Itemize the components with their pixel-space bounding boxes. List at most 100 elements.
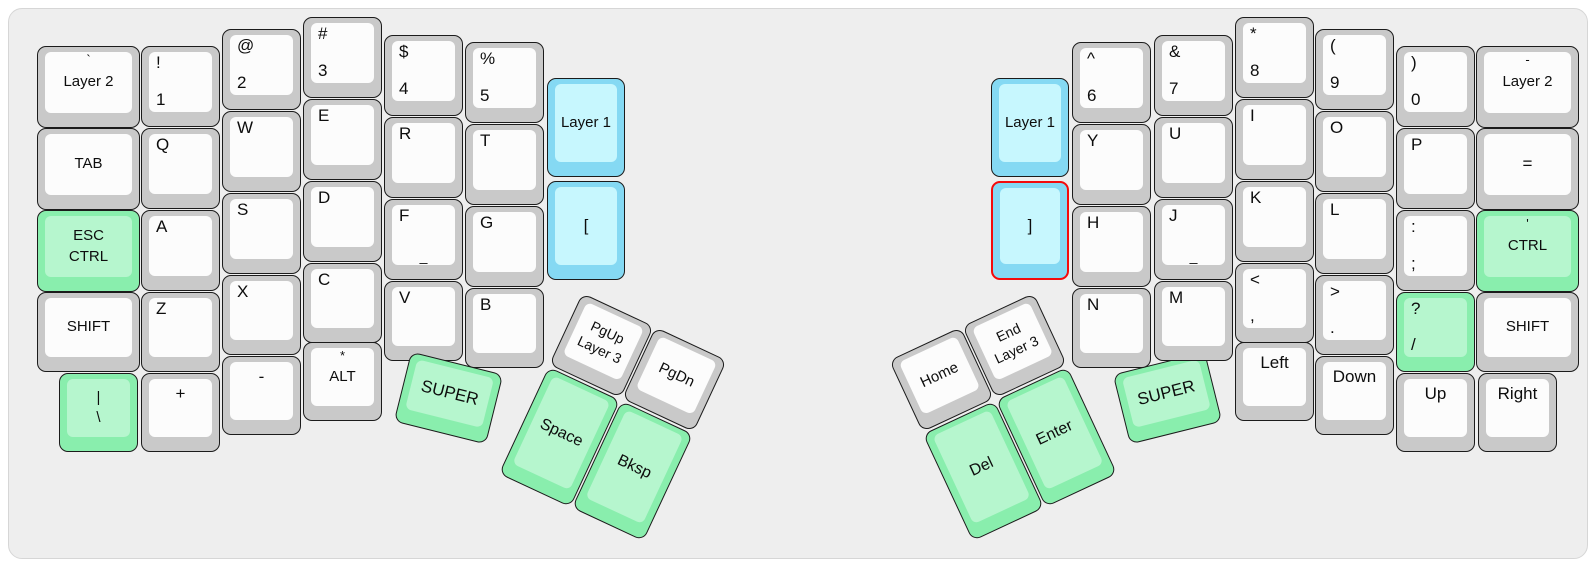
key-i[interactable]: I [1235, 99, 1314, 180]
key-b[interactable]: B [465, 288, 544, 368]
key-legend-line: Layer 2 [63, 73, 114, 91]
key-a[interactable]: A [141, 210, 220, 291]
key-legend-t: Left [1260, 353, 1289, 372]
key-r[interactable]: R [384, 117, 463, 198]
key-at-2[interactable]: @2 [222, 29, 301, 110]
keycap-top-hash-3: #3 [311, 23, 374, 83]
key-y[interactable]: Y [1072, 124, 1151, 205]
key-legend-center: Layer 1 [999, 84, 1061, 162]
key-legend-tl: C [318, 270, 331, 289]
keycap-top-s: S [230, 199, 293, 259]
key-legend-bl: 3 [318, 61, 328, 80]
key-left-arrow[interactable]: Left [1235, 342, 1314, 421]
key-z[interactable]: Z [141, 292, 220, 372]
keycap-top-h: H [1080, 212, 1143, 272]
key-close-bracket[interactable]: ] [991, 181, 1069, 280]
key-caret-6[interactable]: ^6 [1072, 42, 1151, 123]
key-t[interactable]: T [465, 124, 544, 205]
key-f[interactable]: F_ [384, 199, 463, 280]
key-quote-ctrl[interactable]: 'CTRL [1476, 210, 1579, 292]
key-hash-3[interactable]: #3 [303, 17, 382, 98]
key-legend-t: + [175, 384, 186, 403]
key-legend-tl: X [237, 282, 249, 301]
key-percent-5[interactable]: %5 [465, 42, 544, 123]
keycap-top-r: R [392, 123, 455, 183]
keycap-top-up-arrow: Up [1404, 379, 1467, 437]
key-q[interactable]: Q [141, 128, 220, 209]
key-shift-right[interactable]: SHIFT [1476, 292, 1579, 372]
key-question-slash[interactable]: ?/ [1396, 292, 1475, 372]
key-gt-period[interactable]: >. [1315, 275, 1394, 355]
key-legend-tl: Z [156, 299, 167, 318]
key-h[interactable]: H [1072, 206, 1151, 287]
key-minus-layer2[interactable]: -Layer 2 [1476, 46, 1579, 128]
key-n[interactable]: N [1072, 288, 1151, 368]
key-colon-semicolon[interactable]: :; [1396, 210, 1475, 291]
key-legend-center: SHIFT [1484, 298, 1571, 357]
key-legend-tl: F [399, 206, 410, 225]
key-legend-tl: I [1250, 106, 1255, 125]
key-k[interactable]: K [1235, 181, 1314, 262]
key-legend-tl: * [1250, 24, 1257, 43]
key-l[interactable]: L [1315, 193, 1394, 274]
key-layer1-left[interactable]: Layer 1 [547, 78, 625, 177]
key-legend-bl: 0 [1411, 90, 1421, 109]
keycap-top-close-bracket: ] [1000, 188, 1060, 264]
key-legend-tl: @ [237, 36, 255, 55]
key-layer1-right[interactable]: Layer 1 [991, 78, 1069, 177]
key-e[interactable]: E [303, 99, 382, 180]
keycap-top-down-arrow: Down [1323, 362, 1386, 420]
key-j[interactable]: J_ [1154, 199, 1233, 280]
key-open-bracket[interactable]: [ [547, 181, 625, 280]
keycap-top-b: B [473, 294, 536, 353]
key-dollar-4[interactable]: $4 [384, 35, 463, 116]
key-lt-comma[interactable]: <, [1235, 263, 1314, 343]
key-u[interactable]: U [1154, 117, 1233, 198]
key-plus[interactable]: + [141, 373, 220, 452]
key-v[interactable]: V [384, 281, 463, 361]
keycap-top-j: J_ [1162, 205, 1225, 265]
key-amp-7[interactable]: &7 [1154, 35, 1233, 116]
keycap-top-w: W [230, 117, 293, 177]
key-legend-tl: ^ [1087, 49, 1095, 68]
key-w[interactable]: W [222, 111, 301, 192]
key-legend-line: Layer 1 [1004, 113, 1056, 131]
keycap-top-tab: TAB [45, 134, 132, 195]
key-x[interactable]: X [222, 275, 301, 355]
key-legend-tl: U [1169, 124, 1182, 143]
key-tab[interactable]: TAB [37, 128, 140, 210]
keycap-top-i: I [1243, 105, 1306, 165]
key-right-arrow[interactable]: Right [1478, 373, 1557, 452]
key-c[interactable]: C [303, 263, 382, 343]
key-paren-9[interactable]: (9 [1315, 29, 1394, 110]
key-asterisk-8[interactable]: *8 [1235, 17, 1314, 98]
key-legend-line: SHIFT [66, 318, 111, 336]
key-exclam-1[interactable]: !1 [141, 46, 220, 127]
key-d[interactable]: D [303, 181, 382, 262]
keycap-top-g: G [473, 212, 536, 272]
key-shift-left[interactable]: SHIFT [37, 292, 140, 372]
key-equals[interactable]: = [1476, 128, 1579, 210]
key-paren-0[interactable]: )0 [1396, 46, 1475, 127]
key-legend-center: ] [1000, 188, 1060, 264]
key-legend-center: Layer 2 [1484, 52, 1571, 113]
key-minus-left[interactable]: - [222, 356, 301, 435]
key-legend-line: ALT [329, 367, 356, 385]
key-layer2-left[interactable]: `Layer 2 [37, 46, 140, 128]
keycap-top-shift-right: SHIFT [1484, 298, 1571, 357]
key-s[interactable]: S [222, 193, 301, 274]
key-down-arrow[interactable]: Down [1315, 356, 1394, 435]
key-up-arrow[interactable]: Up [1396, 373, 1475, 452]
key-star-alt[interactable]: *ALT [303, 342, 382, 421]
keycap-top-minus-layer2: -Layer 2 [1484, 52, 1571, 113]
key-o[interactable]: O [1315, 111, 1394, 192]
key-legend-tl: P [1411, 135, 1423, 154]
key-legend-bc: _ [419, 248, 428, 264]
key-pipe-backslash[interactable]: |\ [59, 373, 138, 452]
key-legend-t: Up [1424, 384, 1447, 403]
key-g[interactable]: G [465, 206, 544, 287]
key-p[interactable]: P [1396, 128, 1475, 209]
key-m[interactable]: M [1154, 281, 1233, 361]
